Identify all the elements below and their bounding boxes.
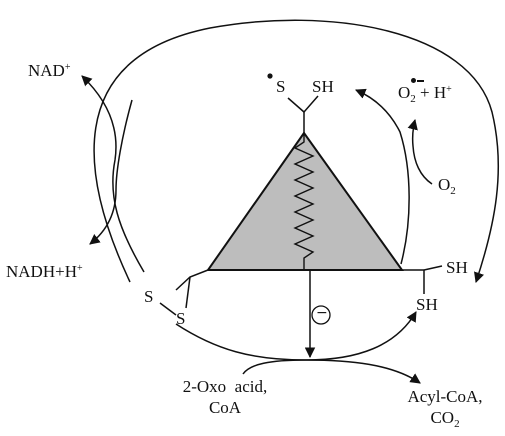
nadh-text: NADH+H	[6, 262, 77, 281]
substrate-label: 2-Oxo acid, CoA	[160, 378, 290, 416]
sh-right-2-label: SH	[416, 295, 438, 314]
o2-arrow	[407, 118, 433, 185]
zigzag-linker	[293, 133, 315, 270]
o2-sub: 2	[450, 185, 456, 197]
minus-circle	[311, 305, 331, 325]
minus-label: −	[316, 305, 328, 321]
disulfide-branch	[185, 276, 191, 309]
s-s-bond	[159, 302, 177, 316]
superoxide-o: O	[398, 83, 411, 102]
reduction-arc-right	[305, 311, 417, 361]
sh-top-label: SH	[312, 77, 334, 96]
nad-plus-text: NAD	[28, 61, 65, 80]
product-label: Acyl-CoA, CO2	[390, 387, 500, 430]
superoxide-label: O2 + H+	[398, 83, 452, 105]
nad-plus-label: NAD+	[28, 62, 70, 79]
s-radical-label: S	[276, 77, 286, 96]
nadh-label: NADH+H+	[6, 263, 83, 280]
sh-right-1-label: SH	[446, 258, 468, 277]
branch-left	[287, 97, 305, 113]
superoxide-minus-mark	[417, 80, 424, 82]
o2-o: O	[438, 175, 451, 194]
superoxide-rest: + H	[415, 83, 447, 102]
product-arc-right	[305, 359, 421, 384]
o2-label: O2	[438, 175, 456, 197]
radical-dot	[267, 73, 273, 79]
product-line-1: Acyl-CoA,	[407, 387, 483, 406]
dithiol-upper	[423, 265, 443, 271]
branch-right	[303, 95, 319, 113]
superoxide-charge: +	[446, 84, 452, 95]
nad-plus-charge: +	[64, 62, 71, 73]
superoxide-sub: 2	[410, 93, 416, 105]
nadh-arrow	[89, 99, 133, 245]
co2-text: CO	[430, 408, 455, 427]
co2-sub: 2	[454, 418, 460, 430]
superoxide-radical-dot	[411, 78, 416, 83]
nad-plus-arrow	[81, 75, 145, 273]
substrate-arc-left	[242, 359, 307, 375]
lipoyl-triangle	[206, 131, 404, 271]
product-line-2: CO2	[390, 408, 500, 430]
substrate-line-2: CoA	[208, 398, 242, 417]
disulfide-link	[175, 269, 209, 291]
s-bottom-2-label: S	[176, 309, 186, 328]
s-bottom-1-label: S	[144, 287, 154, 306]
substrate-line-1: 2-Oxo acid,	[182, 377, 268, 396]
reduction-arc-left	[175, 323, 307, 361]
superoxide-arrow	[355, 88, 410, 265]
nadh-charge: +	[76, 263, 83, 274]
outer-loop-arrow	[93, 19, 500, 283]
